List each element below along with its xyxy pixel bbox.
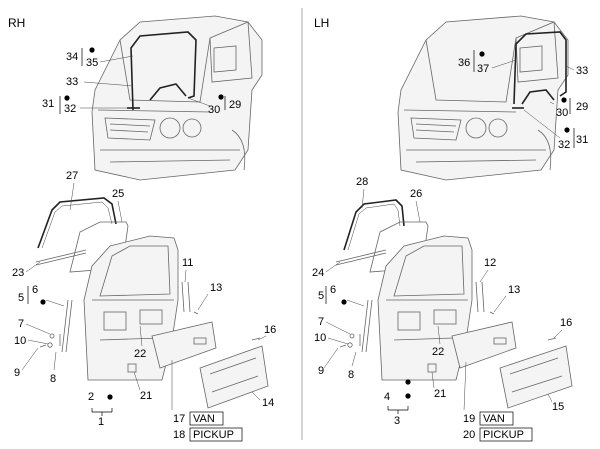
rh-label-11: 11 [182,257,193,269]
lh-label-33: 33 [576,65,588,77]
lh-panel-pickup-label: PICKUP [483,429,524,441]
lh-label-36: 36 [458,57,470,69]
rh-label-23: 23 [12,267,24,279]
lh-label-31: 31 [576,134,588,146]
lh-label-9: 9 [318,365,324,377]
lh-label-8: 8 [348,369,354,381]
rh-label-1: 1 [98,416,104,428]
lh-label-7: 7 [318,316,324,328]
rh-label-35: 35 [86,57,98,69]
rh-label-6: 6 [32,284,38,296]
rh-label-16: 16 [264,324,276,336]
lh-panel-van-number: 19 [463,413,475,425]
lh-label-13: 13 [508,284,520,296]
rh-label-33: 33 [66,76,78,88]
rh-label-2: 2 [88,391,94,403]
rh-panel-pickup-label: PICKUP [193,429,234,441]
rh-label-14: 14 [262,397,274,409]
lh-label-32: 32 [558,139,570,151]
lh-door-illustration [335,199,573,409]
rh-panel-van-number: 17 [173,413,185,425]
rh-section: RH 34 35 33 31 32 [8,15,276,442]
lh-label-16: 16 [560,317,572,329]
lh-label-12: 12 [484,257,496,269]
lh-label-37: 37 [477,63,489,75]
lh-label-24: 24 [312,267,324,279]
lh-cab-illustration [397,15,569,181]
lh-label-26: 26 [410,188,422,200]
rh-label-34: 34 [66,51,78,63]
rh-label-10: 10 [14,335,26,347]
lh-label-28: 28 [356,176,368,188]
rh-label-27: 27 [66,170,78,182]
rh-label-31: 31 [42,98,54,110]
lh-label-5: 5 [318,290,324,302]
rh-label-9: 9 [14,367,20,379]
lh-label-30: 30 [556,107,568,119]
rh-label-29: 29 [229,99,241,111]
rh-label-8: 8 [50,373,56,385]
lh-label-22: 22 [432,346,444,358]
rh-label-25: 25 [112,188,124,200]
lh-side-label: LH [314,16,329,30]
lh-label-21: 21 [434,388,446,400]
lh-section: LH 36 37 33 30 29 [312,15,588,442]
rh-label-21: 21 [140,390,152,402]
lh-panel-pickup-number: 20 [463,429,475,441]
rh-label-7: 7 [18,318,24,330]
lh-panel-van-label: VAN [483,413,505,425]
lh-label-4: 4 [384,391,390,403]
lh-label-29: 29 [576,101,588,113]
rh-label-5: 5 [18,292,24,304]
rh-label-13: 13 [210,282,222,294]
lh-label-15: 15 [552,401,564,413]
lh-label-6: 6 [330,284,336,296]
lh-label-3: 3 [394,415,400,427]
lh-label-10: 10 [314,332,326,344]
rh-cab-illustration [91,15,263,181]
rh-label-22: 22 [134,348,146,360]
rh-side-label: RH [8,16,25,30]
rh-panel-van-label: VAN [193,413,215,425]
rh-door-illustration [35,197,269,409]
rh-label-30: 30 [208,104,220,116]
rh-panel-pickup-number: 18 [173,429,185,441]
rh-label-32: 32 [64,103,76,115]
